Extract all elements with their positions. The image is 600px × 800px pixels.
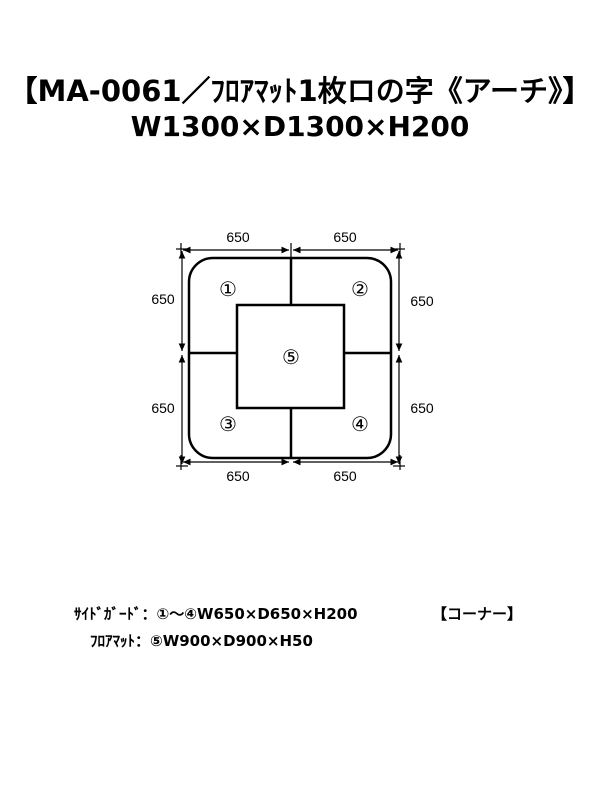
part-label-5: ⑤ <box>282 345 300 369</box>
spec-floor-mat: ﾌﾛｱﾏｯﾄ：⑤W900×D900×H50 <box>90 632 313 650</box>
dim-label-right-lower: 650 <box>410 400 434 416</box>
spec-side-guard: ｻｲﾄﾞｶﾞｰﾄﾞ：①～④W650×D650×H200 <box>74 605 358 623</box>
dim-label-top-left: 650 <box>226 229 250 245</box>
dim-label-top-right: 650 <box>333 229 357 245</box>
part-label-1: ① <box>219 277 237 301</box>
dim-label-left-lower: 650 <box>151 400 175 416</box>
dim-label-bottom-left: 650 <box>226 468 250 484</box>
dim-label-bottom-right: 650 <box>333 468 357 484</box>
part-label-4: ④ <box>351 412 369 436</box>
title-line-2: W1300×D1300×H200 <box>130 110 470 143</box>
part-label-2: ② <box>351 277 369 301</box>
title-line-1: 【MA-0061／ﾌﾛｱﾏｯﾄ1枚ロの字《アーチ》】 <box>8 74 592 108</box>
spec-corner-note: 【コーナー】 <box>432 605 523 623</box>
dim-label-left-upper: 650 <box>151 291 175 307</box>
dim-label-right-upper: 650 <box>410 293 434 309</box>
part-label-3: ③ <box>219 412 237 436</box>
